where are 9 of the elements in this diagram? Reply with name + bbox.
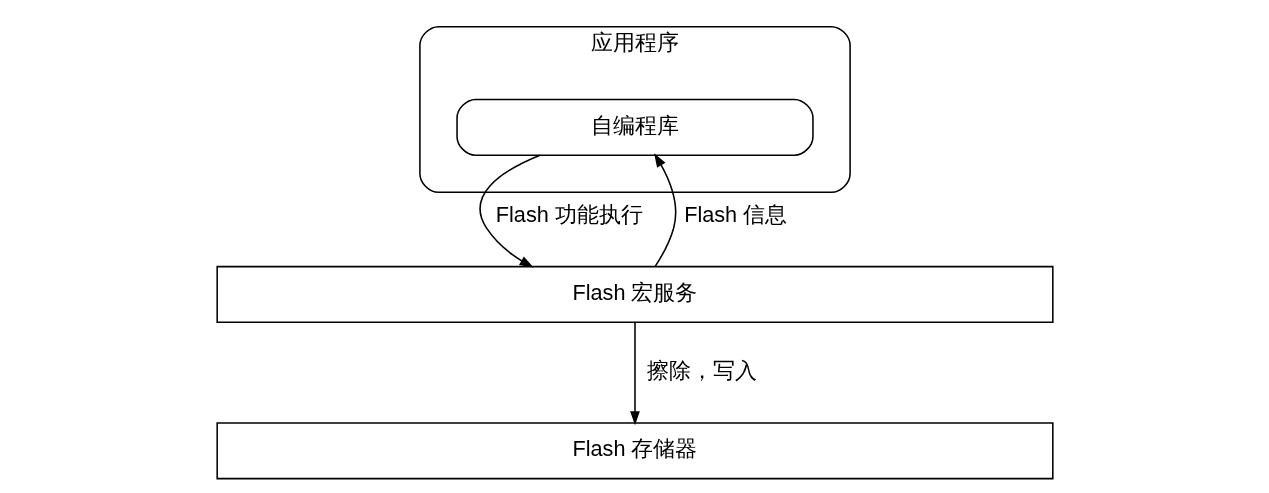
edge-label: Flash 功能执行 (495, 202, 643, 228)
arrow (629, 321, 640, 426)
node-box: Flash 宏服务 (215, 265, 1054, 324)
edge-label: 擦除，写入 (646, 358, 757, 384)
node-box: 自编程库 (455, 98, 814, 156)
arrow (478, 154, 541, 268)
arrow (653, 153, 676, 268)
edge-label: Flash 信息 (683, 202, 787, 228)
node-box: Flash 存储器 (215, 422, 1054, 480)
